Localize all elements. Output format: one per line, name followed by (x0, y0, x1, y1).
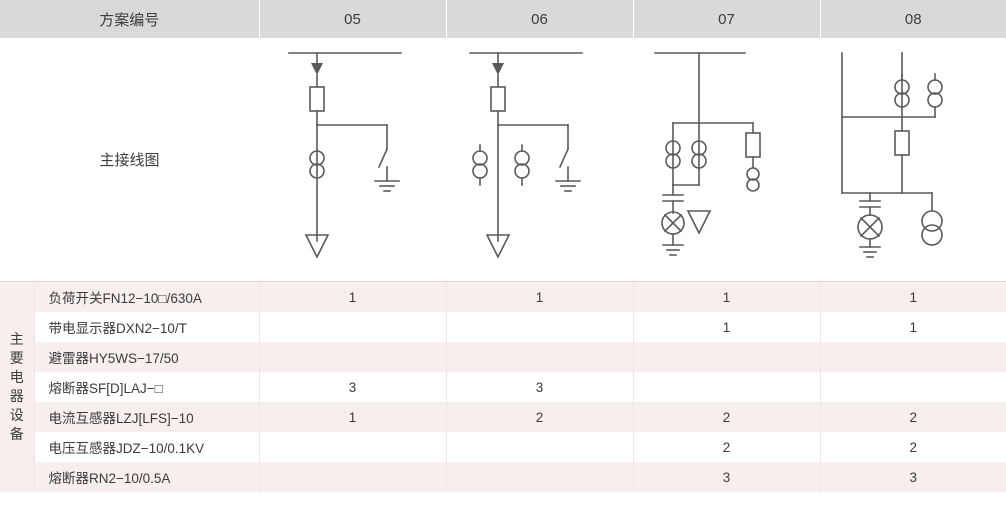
row-label-0: 负荷开关FN12−10□/630A (34, 281, 260, 312)
side-label-main-equipment: 主要电器设备 (0, 281, 35, 492)
cell-1-06 (446, 312, 634, 342)
cell-5-06 (446, 432, 634, 462)
cell-1-08: 1 (820, 312, 1006, 342)
cell-0-06: 1 (446, 281, 634, 312)
cell-0-08: 1 (820, 281, 1006, 312)
diagram-cell-07 (633, 38, 821, 282)
row-label-6: 熔断器RN2−10/0.5A (34, 462, 260, 492)
cell-4-06: 2 (446, 402, 634, 432)
cell-3-07 (633, 372, 821, 402)
cell-5-08: 2 (820, 432, 1006, 462)
table-header-row: 方案编号 05 06 07 08 (0, 0, 1006, 38)
table-row: 电压互感器JDZ−10/0.1KV 2 2 (0, 432, 1006, 462)
header-col-08: 08 (820, 0, 1006, 38)
cell-3-08 (820, 372, 1006, 402)
row-label-3: 熔断器SF[D]LAJ−□ (34, 372, 260, 402)
header-col-05: 05 (259, 0, 447, 38)
table-row: 避雷器HY5WS−17/50 (0, 342, 1006, 372)
table-row: 主要电器设备 负荷开关FN12−10□/630A 1 1 1 1 (0, 281, 1006, 492)
cell-6-07: 3 (633, 462, 821, 492)
cell-2-05 (259, 342, 447, 372)
table-row: 电流互感器LZJ[LFS]−10 1 2 2 2 (0, 402, 1006, 432)
cell-4-08: 2 (820, 402, 1006, 432)
cell-5-07: 2 (633, 432, 821, 462)
cell-0-07: 1 (633, 281, 821, 312)
diagram-row: 主接线图 (0, 38, 1006, 282)
diagram-cell-05 (259, 38, 447, 282)
header-scheme-number: 方案编号 (0, 0, 260, 38)
single-line-diagram-08 (841, 51, 943, 258)
header-col-06: 06 (446, 0, 634, 38)
cell-3-06: 3 (446, 372, 634, 402)
single-line-diagram-06 (469, 51, 583, 259)
cell-1-05 (259, 312, 447, 342)
cell-6-05 (259, 462, 447, 492)
cell-2-08 (820, 342, 1006, 372)
cell-3-05: 3 (259, 372, 447, 402)
cell-5-05 (259, 432, 447, 462)
table-row: 熔断器RN2−10/0.5A 3 3 (0, 462, 1006, 492)
row-label-5: 电压互感器JDZ−10/0.1KV (34, 432, 260, 462)
table-row: 带电显示器DXN2−10/T 1 1 (0, 312, 1006, 342)
row-label-1: 带电显示器DXN2−10/T (34, 312, 260, 342)
scheme-table: 方案编号 05 06 07 08 主接线图 (0, 0, 1006, 492)
cell-1-07: 1 (633, 312, 821, 342)
cell-2-07 (633, 342, 821, 372)
diagram-row-label: 主接线图 (0, 38, 260, 282)
row-label-2: 避雷器HY5WS−17/50 (34, 342, 260, 372)
table-row: 熔断器SF[D]LAJ−□ 3 3 (0, 372, 1006, 402)
cell-4-05: 1 (259, 402, 447, 432)
cell-6-08: 3 (820, 462, 1006, 492)
diagram-cell-06 (446, 38, 634, 282)
row-label-4: 电流互感器LZJ[LFS]−10 (34, 402, 260, 432)
header-col-07: 07 (633, 0, 821, 38)
single-line-diagram-05 (288, 51, 402, 259)
cell-2-06 (446, 342, 634, 372)
cell-4-07: 2 (633, 402, 821, 432)
single-line-diagram-07 (654, 51, 761, 256)
cell-6-06 (446, 462, 634, 492)
diagram-cell-08 (820, 38, 1006, 282)
cell-0-05: 1 (259, 281, 447, 312)
